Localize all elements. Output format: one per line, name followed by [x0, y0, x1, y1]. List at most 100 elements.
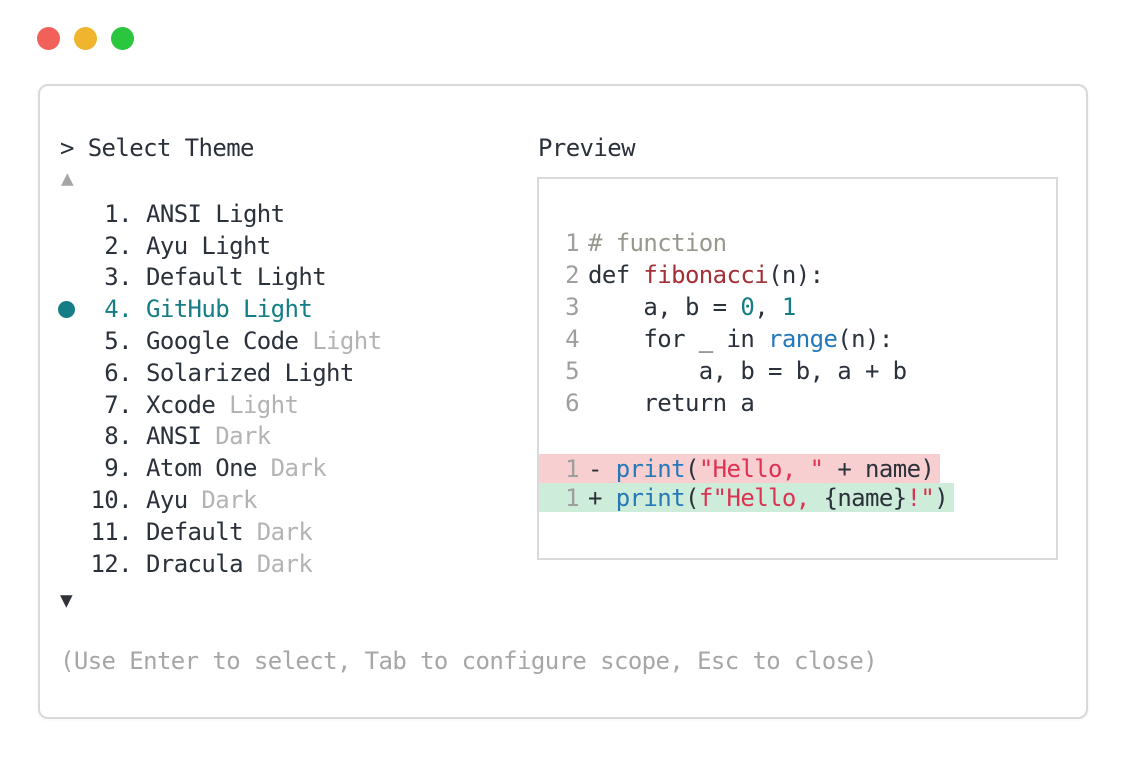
theme-item-number: 11.	[90, 517, 132, 546]
bullet-slot	[56, 516, 90, 548]
theme-item-number: 12.	[90, 549, 132, 578]
code-segment-plain: a, b =	[588, 293, 741, 321]
theme-item-variant-label: Dark	[242, 549, 313, 578]
theme-item-variant-label: Light	[298, 327, 382, 356]
theme-list-item-7[interactable]: 7. Xcode Light	[56, 389, 381, 421]
theme-item-variant-label: Dark	[201, 422, 271, 451]
code-segment-plain: (n):	[768, 261, 824, 289]
theme-list-item-1[interactable]: 1. ANSI Light	[56, 198, 381, 230]
theme-item-variant-label: Dark	[242, 517, 313, 546]
scroll-down-icon[interactable]: ▼	[60, 588, 73, 612]
code-segment-plain: ,	[754, 293, 782, 321]
code-segment-plain: for _ in	[588, 325, 769, 353]
bullet-slot	[56, 421, 90, 453]
theme-item-label: GitHub Light	[146, 295, 313, 324]
selected-bullet-icon	[56, 293, 90, 325]
diff-line-removed: 1- print("Hello, " + name)	[539, 454, 941, 483]
code-segment-func: fibonacci	[643, 261, 769, 289]
bullet-slot	[56, 484, 90, 516]
code-line: 3 a, b = 0, 1	[565, 291, 954, 323]
theme-list-item-4[interactable]: 4. GitHub Light	[56, 293, 381, 325]
line-number: 2	[565, 261, 579, 289]
line-number: 4	[565, 325, 579, 353]
code-segment-plain: +	[588, 483, 616, 512]
code-line: 6 return a	[565, 387, 954, 419]
theme-item-number: 5.	[104, 327, 132, 356]
theme-list-item-9[interactable]: 9. Atom One Dark	[56, 452, 381, 484]
code-segment-plain: -	[588, 454, 616, 483]
bullet-slot	[56, 452, 90, 484]
scroll-up-icon[interactable]: ▲	[61, 166, 74, 190]
theme-item-number: 2.	[104, 231, 132, 260]
theme-item-variant-label: Dark	[256, 454, 327, 483]
code-segment-plain: + name)	[823, 454, 935, 483]
traffic-light-zoom-button[interactable]	[111, 27, 134, 50]
theme-picker-window: > Select Theme Preview ▲ 1. ANSI Light 2. A…	[38, 84, 1088, 719]
code-segment-plain: (	[684, 454, 699, 483]
bullet-slot	[56, 198, 90, 230]
theme-item-number: 9.	[104, 454, 132, 483]
hint-text: (Use Enter to select, Tab to configure s…	[60, 647, 878, 675]
theme-item-label: Ayu	[146, 486, 188, 515]
code-line: 1 # function	[565, 227, 954, 259]
code-segment-string: f"Hello,	[698, 483, 824, 512]
theme-item-number: 4.	[104, 295, 132, 324]
theme-item-number: 6.	[104, 358, 132, 387]
code-segment-string: !"	[906, 483, 935, 512]
traffic-light-minimize-button[interactable]	[74, 27, 97, 50]
traffic-light-close-button[interactable]	[37, 27, 60, 50]
theme-item-label: Solarized Light	[146, 358, 354, 387]
bullet-slot	[56, 325, 90, 357]
theme-list-item-12[interactable]: 12. Dracula Dark	[56, 548, 381, 580]
theme-item-label: ANSI	[146, 422, 202, 451]
theme-list-item-6[interactable]: 6. Solarized Light	[56, 357, 381, 389]
theme-list-item-3[interactable]: 3. Default Light	[56, 262, 381, 294]
theme-item-number: 1.	[104, 199, 132, 228]
bullet-slot	[56, 262, 90, 294]
theme-list-item-10[interactable]: 10. Ayu Dark	[56, 484, 381, 516]
diff-block: 1- print("Hello, " + name)1 + print(f"Hel…	[539, 454, 955, 512]
select-theme-title: > Select Theme	[60, 134, 254, 162]
bullet-slot	[56, 389, 90, 421]
bullet-slot	[56, 548, 90, 580]
theme-item-label: Atom One	[146, 454, 257, 483]
selected-dot-icon	[58, 300, 75, 318]
line-number: 1	[565, 483, 579, 512]
theme-list-item-11[interactable]: 11.Default Dark	[56, 516, 381, 548]
theme-item-number: 7.	[104, 390, 132, 419]
code-segment-plain: (n):	[837, 325, 893, 353]
theme-item-number: 3.	[104, 263, 132, 292]
theme-item-label: Xcode	[146, 390, 216, 419]
code-line: 2 def fibonacci(n):	[565, 259, 954, 291]
theme-list-item-8[interactable]: 8.ANSI Dark	[56, 421, 381, 453]
theme-item-label: Google Code	[146, 327, 299, 356]
theme-item-variant-label: Dark	[187, 486, 257, 515]
bullet-slot	[56, 357, 90, 389]
code-segment-num: 1	[781, 293, 796, 321]
line-number: 6	[565, 389, 579, 417]
code-segment-comment: # function	[588, 229, 727, 257]
code-segment-plain: def	[588, 261, 644, 289]
theme-item-label: Ayu Light	[146, 231, 271, 260]
theme-item-number: 10.	[90, 486, 132, 515]
line-number: 5	[565, 357, 579, 385]
code-segment-builtin: range	[768, 325, 838, 353]
theme-list-item-5[interactable]: 5. Google Code Light	[56, 325, 382, 357]
line-number: 1	[565, 229, 579, 257]
code-segment-builtin: print	[615, 483, 686, 512]
preview-title: Preview	[538, 134, 636, 162]
theme-item-label: ANSI Light	[146, 199, 285, 228]
code-line: 5 a, b = b, a + b	[565, 355, 954, 387]
code-segment-num: 0	[740, 293, 755, 321]
theme-item-variant-label: Light	[215, 390, 299, 419]
code-line: 4 for _ in range(n):	[565, 323, 954, 355]
theme-list-item-2[interactable]: 2. Ayu Light	[56, 230, 381, 262]
theme-item-label: Dracula	[146, 549, 244, 578]
theme-item-label: Default Light	[146, 263, 327, 292]
code-segment-plain: (	[684, 483, 699, 512]
code-segment-string: "Hello, "	[698, 454, 824, 483]
diff-line-added: 1+ print(f"Hello, {name}!")	[539, 483, 955, 512]
